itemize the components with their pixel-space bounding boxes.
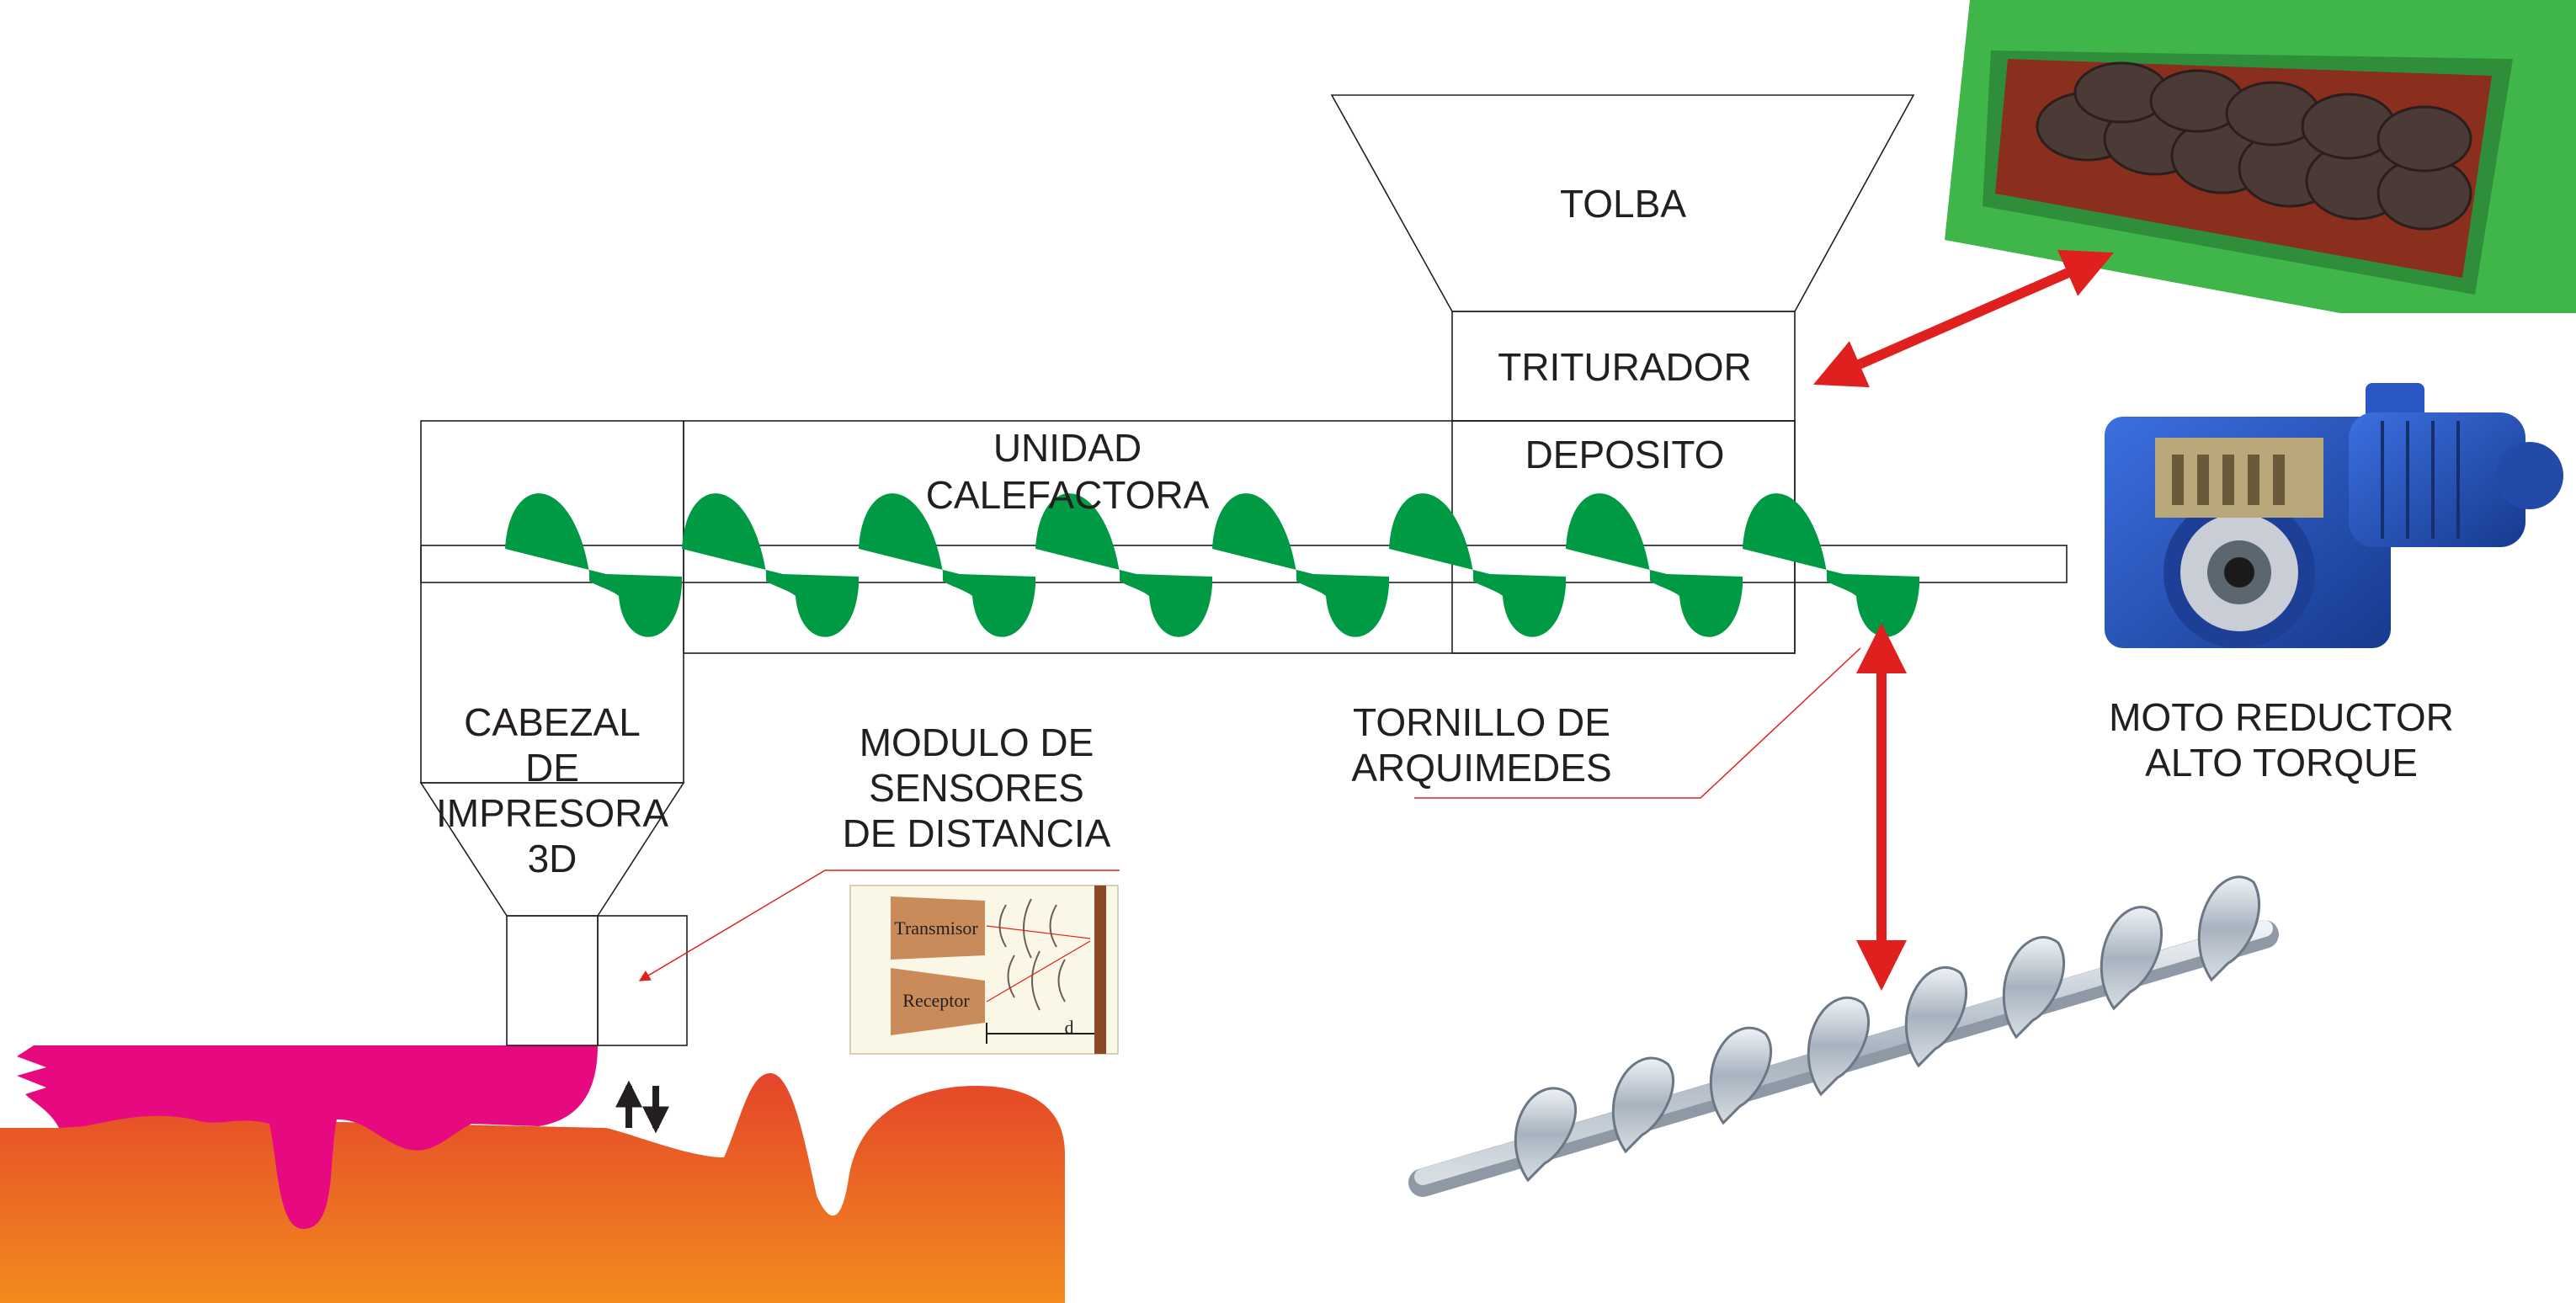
shredder-image xyxy=(1945,0,2576,313)
distance-arrows xyxy=(615,1080,669,1134)
screw-flight xyxy=(1389,493,1566,637)
label-calefactora: CALEFACTORA xyxy=(926,473,1210,517)
screw-flight xyxy=(1035,493,1212,637)
auger-flight xyxy=(2197,875,2261,982)
nozzle-tip xyxy=(506,915,599,1046)
label-moto-reductor: MOTO REDUCTOR xyxy=(2109,695,2454,739)
auger-flight xyxy=(1904,966,1967,1068)
label-triturador: TRITURADOR xyxy=(1498,345,1752,389)
screw-flight xyxy=(1566,493,1743,637)
label-de: DE xyxy=(525,746,579,790)
label-deposito: DEPOSITO xyxy=(1525,433,1725,476)
label-arquimedes: ARQUIMEDES xyxy=(1351,746,1611,790)
screw-leader-line xyxy=(1414,647,1861,799)
label-3d: 3D xyxy=(528,837,577,880)
label-modulo: MODULO DE xyxy=(860,721,1094,764)
receptor-block xyxy=(891,968,985,1035)
label-tolba: TOLBA xyxy=(1560,182,1686,226)
screw-flight xyxy=(682,493,859,637)
target-wall xyxy=(1094,886,1106,1054)
shredder-arrow xyxy=(1813,249,2114,388)
extruded-material xyxy=(17,1045,598,1229)
sensor-leader-line xyxy=(638,870,1120,981)
label-sensores: SENSORES xyxy=(869,766,1084,810)
label-cabezal: CABEZAL xyxy=(464,700,641,744)
transmisor-label: Transmisor xyxy=(894,917,978,939)
transmisor-block xyxy=(891,896,985,960)
distance-label: d xyxy=(1065,1017,1074,1038)
sensor-box xyxy=(597,915,688,1046)
auger-flight xyxy=(1514,1087,1577,1183)
receptor-label: Receptor xyxy=(902,990,970,1011)
label-distancia: DE DISTANCIA xyxy=(843,811,1111,855)
archimedes-screw xyxy=(505,493,1919,637)
auger-flight xyxy=(1611,1056,1674,1154)
label-tornillo: TORNILLO DE xyxy=(1353,700,1610,744)
auger-image xyxy=(1408,875,2279,1197)
label-unidad: UNIDAD xyxy=(993,426,1142,470)
screw-flight xyxy=(1212,493,1389,637)
auger-flight xyxy=(1709,1026,1772,1125)
label-impresora: IMPRESORA xyxy=(436,791,668,835)
sensor-diagram: Transmisor Receptor d xyxy=(849,885,1119,1055)
auger-flight xyxy=(2002,936,2065,1040)
screw-flight xyxy=(505,493,682,637)
printed-part xyxy=(0,1073,1065,1303)
screw-flight xyxy=(1743,493,1919,637)
auger-flight xyxy=(2100,906,2163,1011)
label-alto-torque: ALTO TORQUE xyxy=(2145,741,2418,784)
auger-flight xyxy=(1807,996,1870,1097)
motor-reducer-image xyxy=(2105,383,2563,648)
screw-flight xyxy=(859,493,1035,637)
